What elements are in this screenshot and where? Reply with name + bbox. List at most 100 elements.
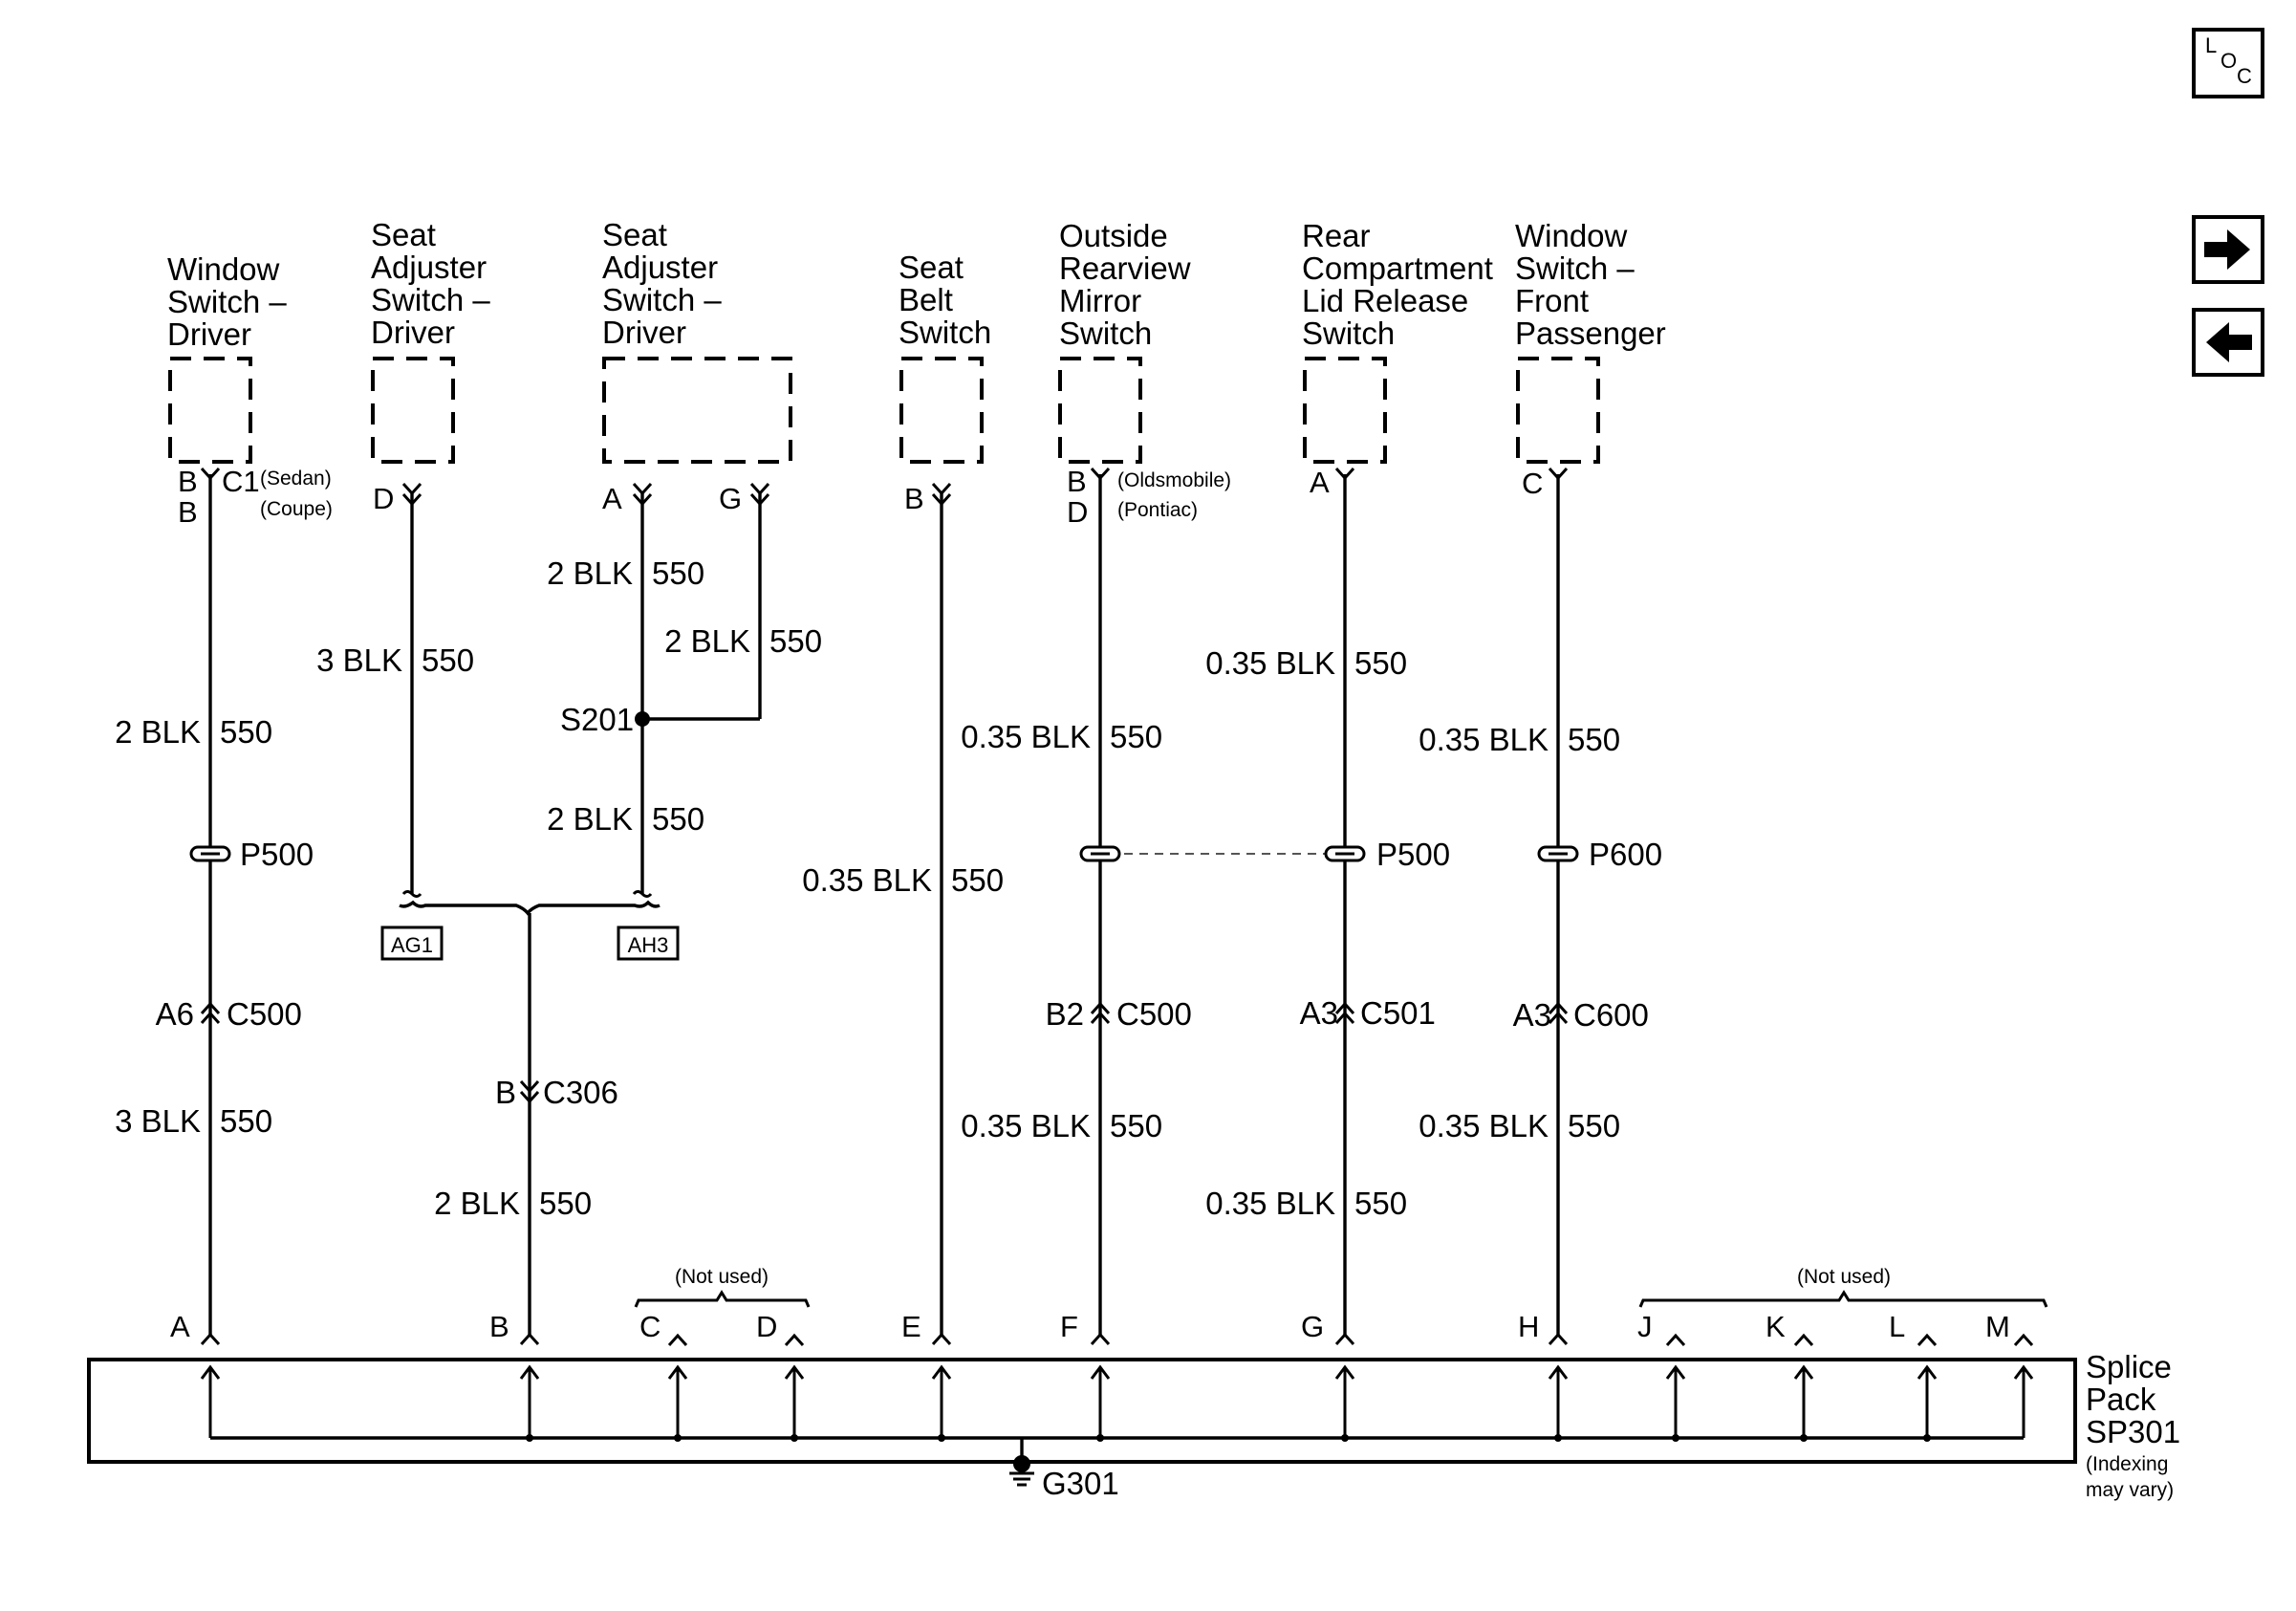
svg-text:550: 550 [1110,719,1162,754]
svg-text:550: 550 [1354,1186,1407,1221]
svg-text:Outside: Outside [1059,218,1168,253]
arrow-right-icon [2204,229,2250,270]
svg-text:B: B [904,482,924,515]
svg-text:AH3: AH3 [628,933,669,957]
svg-text:Driver: Driver [602,315,686,350]
svg-text:550: 550 [1110,1108,1162,1143]
component-label-seat-adjuster-2: Seat Adjuster Switch – Driver [602,217,722,350]
svg-text:0.35 BLK: 0.35 BLK [1205,645,1335,681]
splice-pack-pin-label: L [1889,1310,1905,1343]
svg-text:L: L [2205,33,2217,57]
svg-text:Lid Release: Lid Release [1302,283,1468,318]
svg-text:0.35 BLK: 0.35 BLK [1419,722,1549,757]
inline-connector-p500-1: P500 [240,837,314,872]
back-button[interactable] [2192,308,2264,377]
svg-text:3 BLK: 3 BLK [316,642,402,678]
svg-text:550: 550 [951,862,1004,898]
svg-text:Switch: Switch [899,315,991,350]
splice-pack-pin-g: G [1301,1310,1355,1442]
svg-text:C: C [1522,467,1543,500]
wires [208,474,1560,1336]
svg-text:Pack: Pack [2086,1382,2156,1417]
svg-text:C306: C306 [543,1075,618,1110]
option-tag-ag1: AG1 [380,925,444,961]
arrow-left-icon [2206,322,2252,362]
splice-pack-pin-d: D [756,1310,805,1442]
svg-text:SP301: SP301 [2086,1414,2180,1449]
svg-text:C600: C600 [1573,997,1649,1033]
splice-pack-pin-label: K [1765,1310,1786,1343]
svg-text:Switch –: Switch – [1515,250,1635,286]
splice-pack-pin-k: K [1765,1310,1814,1442]
svg-text:550: 550 [769,623,822,659]
splice-pack-label: Splice Pack SP301 (Indexing may vary) [2086,1349,2180,1501]
splice-pack-not-used-brackets [634,1290,2048,1308]
splice-s201-label: S201 [560,702,634,737]
svg-text:0.35 BLK: 0.35 BLK [802,862,932,898]
splice-pack-pin-a: A [170,1310,221,1438]
svg-text:2 BLK: 2 BLK [664,623,750,659]
svg-text:Window: Window [1515,218,1628,253]
svg-text:Passenger: Passenger [1515,316,1666,351]
splice-pack-pin-label: G [1301,1310,1324,1343]
component-box-seat-adjuster-1 [371,357,455,464]
splice-pack-pin-j: J [1637,1310,1686,1442]
svg-text:B: B [1067,465,1087,498]
pin-terminals [200,467,1569,898]
svg-text:2 BLK: 2 BLK [115,714,201,750]
not-used-label-1: (Not used) [675,1266,769,1288]
loc-button[interactable]: L O C [2192,28,2264,98]
splice-pack-pin-label: M [1985,1310,2010,1343]
svg-text:550: 550 [220,714,272,750]
svg-text:B: B [495,1075,516,1110]
splice-pack-pin-label: A [170,1310,190,1343]
svg-text:550: 550 [1568,1108,1620,1143]
svg-text:A6: A6 [156,996,194,1032]
svg-text:0.35 BLK: 0.35 BLK [961,1108,1091,1143]
svg-text:(Coupe): (Coupe) [260,498,333,520]
svg-text:B2: B2 [1046,996,1084,1032]
svg-text:Adjuster: Adjuster [602,250,718,285]
component-box-seat-belt-switch [899,357,984,464]
svg-text:Adjuster: Adjuster [371,250,487,285]
component-label-seat-belt-switch: Seat Belt Switch [899,250,991,350]
svg-text:G: G [719,482,742,515]
component-label-seat-adjuster-1: Seat Adjuster Switch – Driver [371,217,490,350]
loc-icon [2192,28,2264,98]
splice-pack-pin-label: D [756,1310,777,1343]
svg-text:Switch: Switch [1302,316,1395,351]
svg-text:Switch –: Switch – [602,282,722,317]
component-box-window-switch-passenger [1516,357,1600,464]
svg-text:may vary): may vary) [2086,1479,2174,1501]
component-label-window-switch-driver: Window Switch – Driver [167,251,287,352]
svg-text:C500: C500 [1116,996,1192,1032]
svg-text:2 BLK: 2 BLK [547,555,633,591]
svg-text:2 BLK: 2 BLK [434,1186,520,1221]
splice-pack-pin-h: H [1518,1310,1569,1442]
svg-text:Driver: Driver [371,315,455,350]
svg-text:Splice: Splice [2086,1349,2172,1384]
svg-text:Rear: Rear [1302,218,1371,253]
svg-text:(Oldsmobile): (Oldsmobile) [1117,469,1231,491]
splice-pack-pin-b: B [489,1310,540,1442]
svg-text:550: 550 [422,642,474,678]
svg-text:Seat: Seat [899,250,964,285]
splice-pack-pin-label: H [1518,1310,1539,1343]
svg-text:0.35 BLK: 0.35 BLK [1419,1108,1549,1143]
svg-text:550: 550 [539,1186,592,1221]
svg-text:Seat: Seat [602,217,667,252]
svg-text:Switch –: Switch – [167,284,287,319]
svg-text:(Pontiac): (Pontiac) [1117,499,1198,521]
not-used-label-2: (Not used) [1797,1266,1891,1288]
svg-text:D: D [1067,495,1088,529]
forward-button[interactable] [2192,215,2264,284]
splice-pack-pin-c: C [639,1310,688,1442]
svg-text:550: 550 [652,555,704,591]
svg-text:550: 550 [1354,645,1407,681]
svg-text:Belt: Belt [899,282,953,317]
splice-pack-pin-l: L [1889,1310,1938,1442]
option-tag-ah3: AH3 [617,925,680,961]
component-box-rear-compartment [1303,357,1387,464]
svg-text:550: 550 [652,801,704,837]
